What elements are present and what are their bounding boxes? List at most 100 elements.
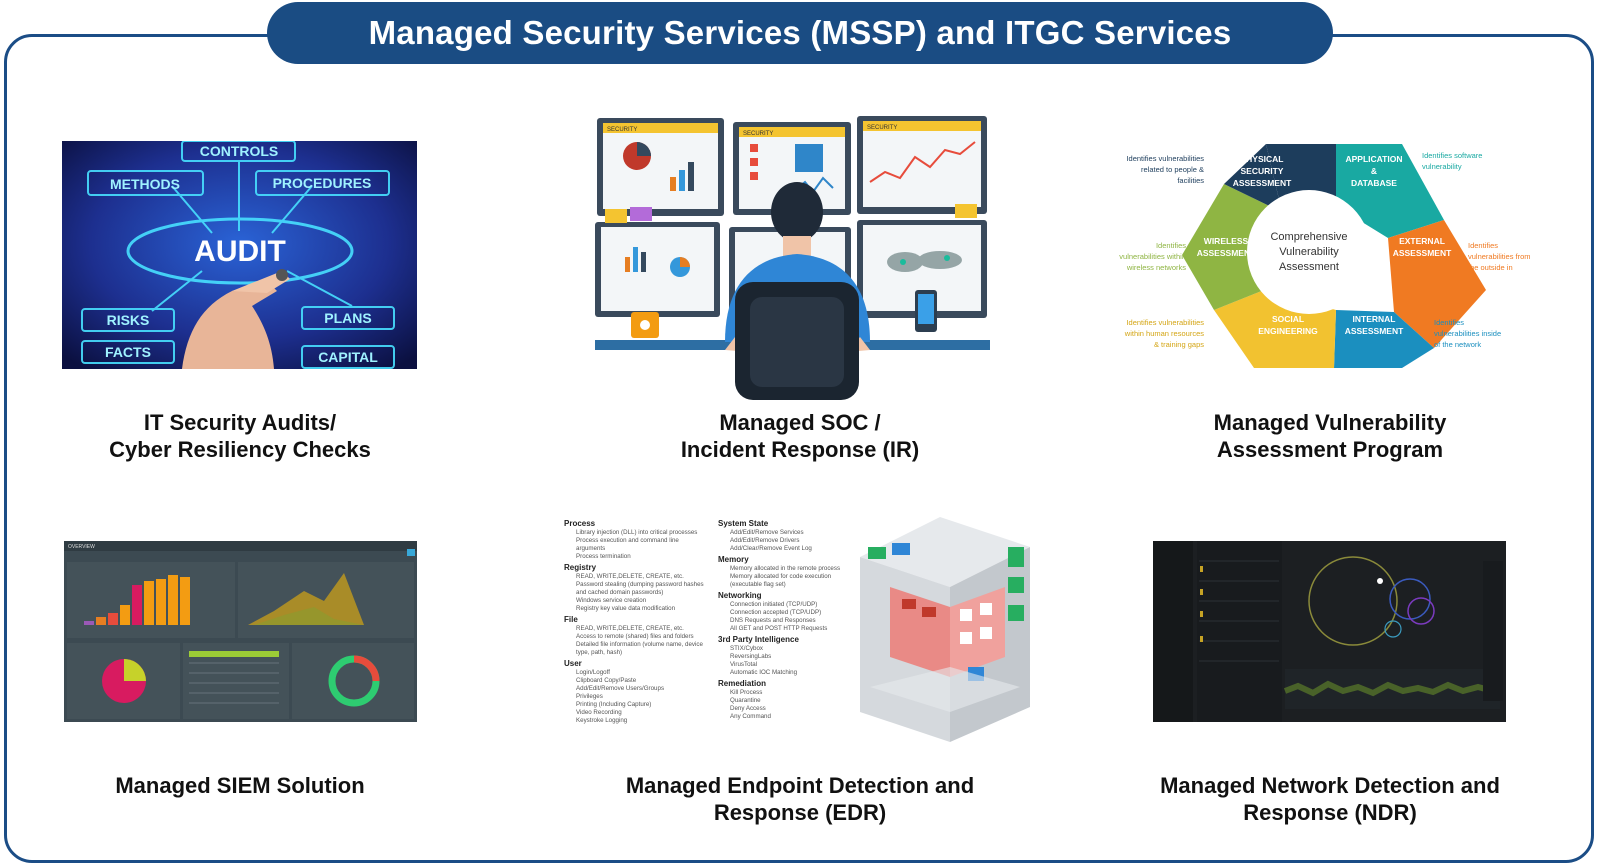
edr-list-item: Any Command	[730, 713, 771, 720]
audit-label: CONTROLS	[200, 143, 279, 159]
service-caption-vulnerability: Managed Vulnerability Assessment Program	[1150, 409, 1510, 463]
note-text: wireless networks	[1126, 263, 1186, 272]
edr-group-heading: Memory	[718, 555, 749, 564]
edr-list-item: VirusTotal	[730, 661, 758, 668]
segment-label: SOCIAL	[1272, 314, 1304, 324]
edr-list-item: Process execution and command line argum…	[576, 537, 679, 552]
caption-line: Managed Vulnerability	[1213, 410, 1447, 435]
audit-label: METHODS	[110, 176, 180, 192]
caption-line: Managed SOC /	[719, 410, 881, 435]
audit-center-text: AUDIT	[194, 235, 286, 268]
segment-label: &	[1371, 166, 1377, 176]
caption-line: Response (NDR)	[1243, 800, 1417, 825]
vuln-center-line: Assessment	[1279, 261, 1339, 273]
note-text: & training gaps	[1154, 340, 1204, 349]
edr-group-heading: System State	[718, 519, 769, 528]
service-caption-soc: Managed SOC / Incident Response (IR)	[620, 409, 980, 463]
segment-label: ASSESSMENT	[1197, 248, 1256, 258]
edr-list-item: STIX/Cybox	[730, 645, 764, 652]
screen-label: SECURITY	[867, 125, 897, 131]
screen-label: SECURITY	[743, 131, 773, 137]
note-text: facilities	[1177, 176, 1204, 185]
edr-list-item: Library injection (DLL) into critical pr…	[576, 529, 698, 536]
segment-label: DATABASE	[1351, 178, 1397, 188]
caption-line: Assessment Program	[1216, 437, 1444, 462]
caption-line: Managed Endpoint Detection and	[625, 773, 975, 798]
edr-group-heading: Process	[564, 519, 596, 528]
edr-group-heading: User	[564, 659, 582, 668]
segment-label: SECURITY	[1241, 166, 1284, 176]
edr-list-item: Detailed file information (volume name, …	[576, 641, 703, 656]
edr-group-heading: Registry	[564, 563, 597, 572]
edr-list-item: ReversingLabs	[730, 653, 772, 660]
segment-label: EXTERNAL	[1399, 236, 1445, 246]
title-banner: Managed Security Services (MSSP) and ITG…	[267, 2, 1333, 64]
vuln-center-line: Vulnerability	[1279, 246, 1339, 258]
edr-group-heading: File	[564, 615, 578, 624]
service-caption-audit: IT Security Audits/ Cyber Resiliency Che…	[70, 409, 410, 463]
note-text: within human resources	[1124, 329, 1204, 338]
edr-list-item: Printing (Including Capture)	[576, 701, 652, 708]
edr-list-item: Add/Clear/Remove Event Log	[730, 545, 812, 552]
caption-line: IT Security Audits/	[143, 410, 337, 435]
edr-list-item: Memory allocated for code execution (exe…	[730, 573, 832, 588]
edr-list-item: All GET and POST HTTP Requests	[730, 625, 828, 632]
edr-list-item: Kill Process	[730, 689, 763, 696]
edr-list-item: READ, WRITE,DELETE, CREATE, etc.	[576, 573, 684, 580]
edr-group-heading: 3rd Party Intelligence	[718, 635, 799, 644]
segment-label: ASSESSMENT	[1345, 326, 1404, 336]
note-text: of the network	[1434, 340, 1481, 349]
edr-list-item: Connection initiated (TCP/UDP)	[730, 601, 818, 608]
audit-label: PROCEDURES	[273, 175, 372, 191]
screen-label: SECURITY	[607, 127, 637, 133]
note-text: the outside in	[1468, 263, 1513, 272]
note-text: vulnerabilities from	[1468, 252, 1531, 261]
edr-list-item: Add/Edit/Remove Drivers	[730, 537, 800, 544]
audit-label: PLANS	[324, 310, 371, 326]
segment-label: ASSESSMENT	[1393, 248, 1452, 258]
audit-label: FACTS	[105, 344, 151, 360]
segment-label: WIRELESS	[1204, 236, 1249, 246]
siem-dashboard-image: OVERVIEW	[64, 541, 417, 722]
note-text: vulnerability	[1422, 162, 1462, 171]
segment-label: ASSESSMENT	[1233, 178, 1292, 188]
caption-line: Cyber Resiliency Checks	[109, 437, 371, 462]
edr-list-item: Memory allocated in the remote process	[730, 565, 841, 572]
audit-label: CAPITAL	[318, 349, 378, 365]
edr-list-item: DNS Requests and Responses	[730, 617, 816, 624]
audit-label: RISKS	[107, 312, 150, 328]
edr-list-item: Quarantine	[730, 697, 761, 704]
edr-list-item: Deny Access	[730, 705, 766, 712]
edr-group-heading: Remediation	[718, 679, 767, 688]
caption-line: Incident Response (IR)	[680, 437, 920, 462]
edr-list-item: Add/Edit/Remove Users/Groups	[576, 685, 665, 692]
note-text: Identifies vulnerabilities	[1126, 154, 1204, 163]
note-text: Identifies vulnerabilities	[1126, 318, 1204, 327]
edr-list-item: Registry key value data modification	[576, 605, 676, 612]
caption-line: Managed Network Detection and	[1160, 773, 1500, 798]
edr-list-item: Add/Edit/Remove Services	[730, 529, 804, 536]
segment-label: ENGINEERING	[1258, 326, 1318, 336]
edr-list-item: Connection accepted (TCP/UDP)	[730, 609, 822, 616]
service-caption-siem: Managed SIEM Solution	[70, 772, 410, 799]
edr-list-item: Access to remote (shared) files and fold…	[576, 633, 694, 640]
edr-list-item: Login/Logoff	[576, 669, 610, 676]
edr-list-item: Keystroke Logging	[576, 717, 628, 724]
note-text: Identifies	[1156, 241, 1186, 250]
edr-list-item: Process termination	[576, 553, 631, 560]
service-caption-ndr: Managed Network Detection and Response (…	[1130, 772, 1530, 826]
segment-label: INTERNAL	[1353, 314, 1396, 324]
edr-cube-illustration	[860, 517, 1030, 742]
audit-image: CONTROLS METHODS PROCEDURES RISKS PLANS …	[62, 141, 417, 369]
note-text: Identifies	[1468, 241, 1498, 250]
ndr-dashboard-image	[1153, 541, 1506, 722]
vulnerability-diagram: Comprehensive Vulnerability Assessment P…	[1119, 144, 1531, 368]
note-text: vulnerabilities inside	[1434, 329, 1501, 338]
edr-list-item: Video Recording	[576, 709, 622, 716]
service-caption-edr: Managed Endpoint Detection and Response …	[610, 772, 990, 826]
note-text: Identifies	[1434, 318, 1464, 327]
note-text: vulnerabilities within	[1119, 252, 1186, 261]
